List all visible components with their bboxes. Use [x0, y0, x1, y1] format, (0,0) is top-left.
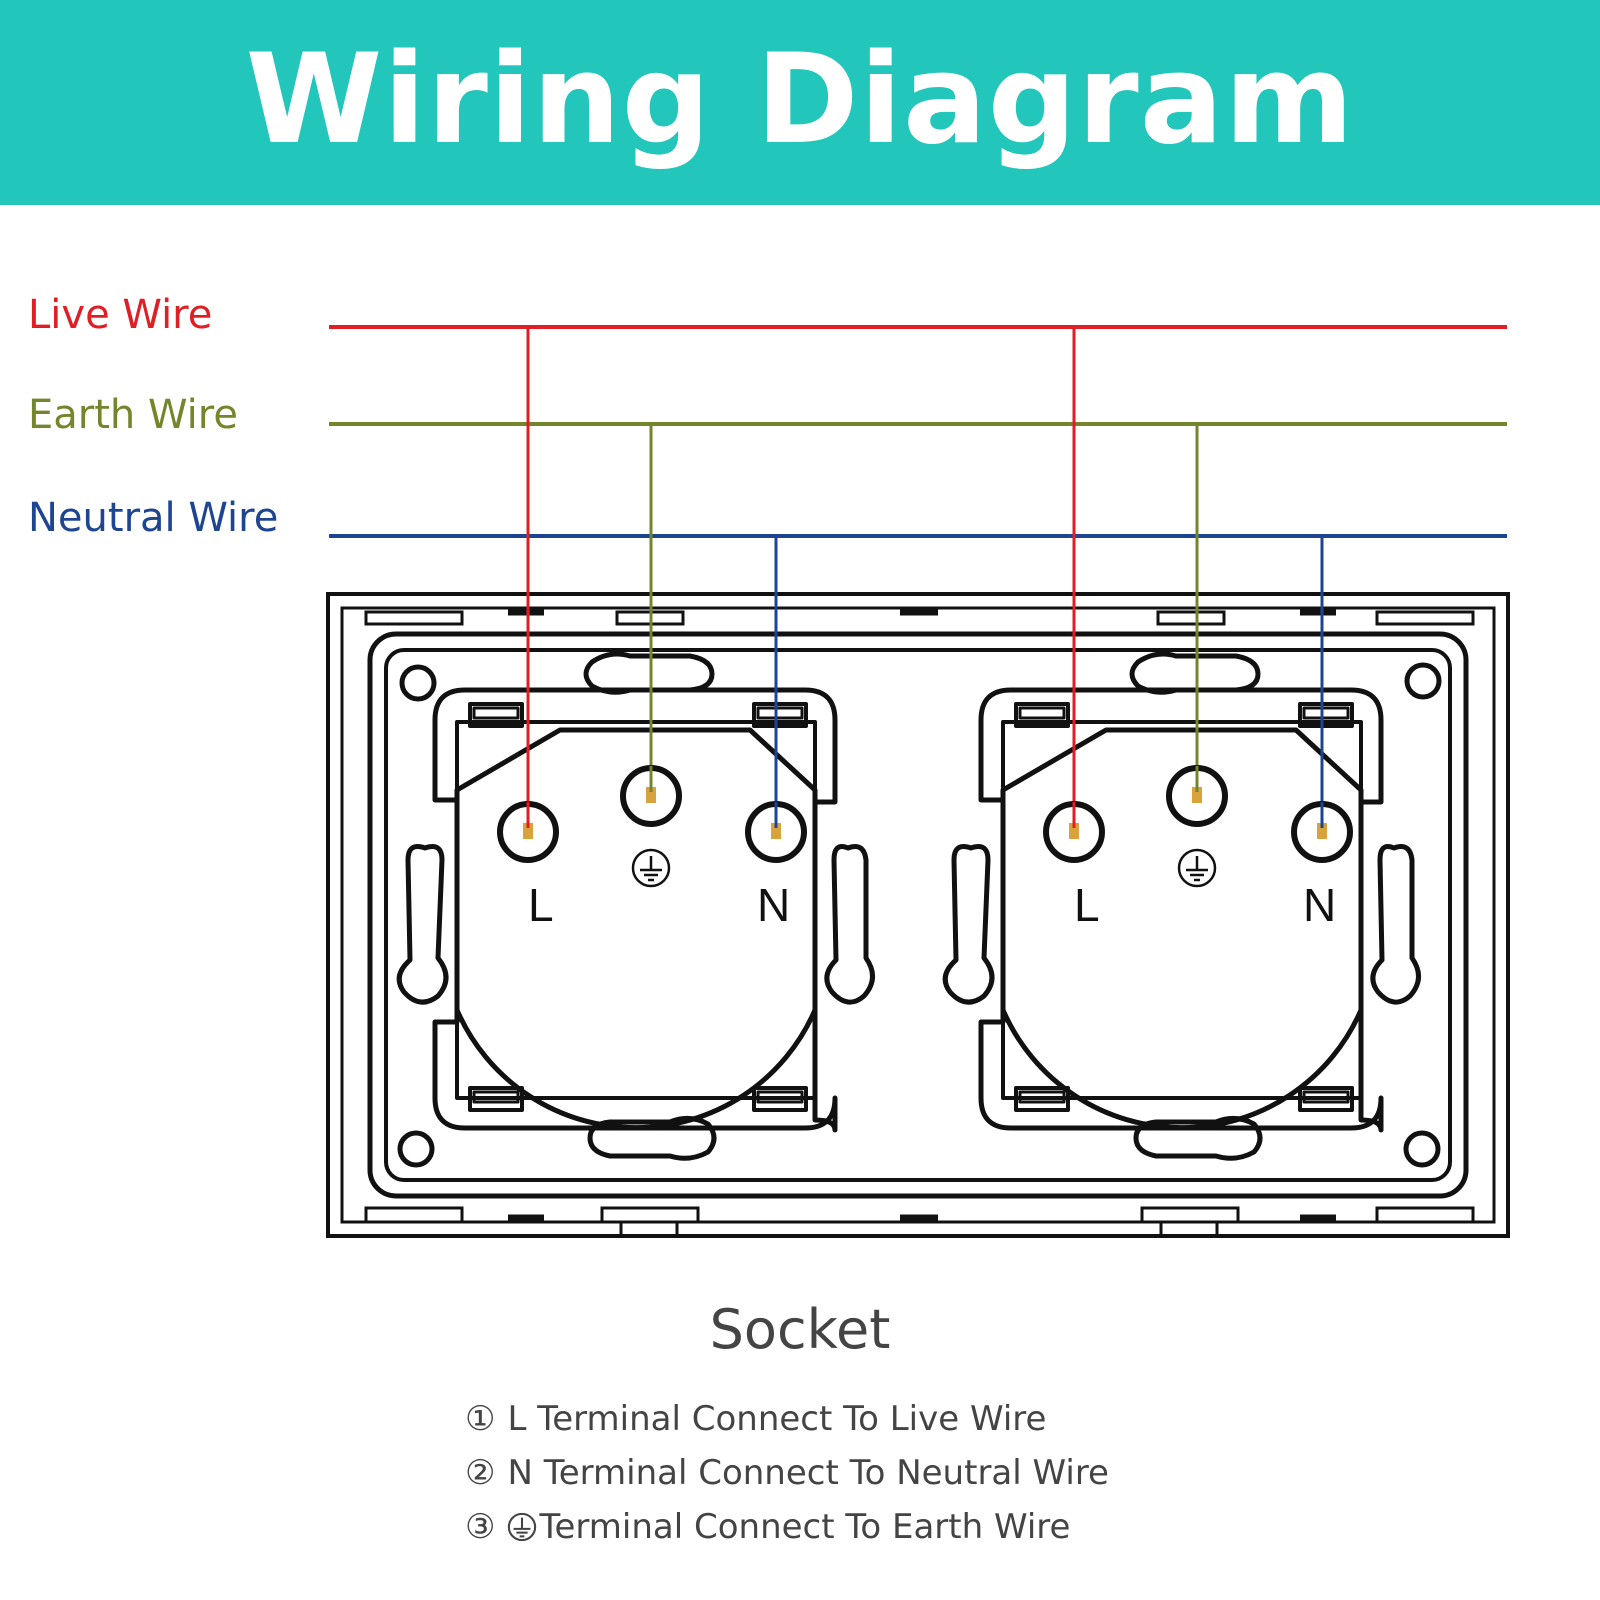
terminal-legend: ① L Terminal Connect To Live Wire ② N Te… — [465, 1392, 1109, 1554]
legend-item: ③ Terminal Connect To Earth Wire — [465, 1500, 1109, 1554]
plate-inner-frame — [340, 606, 1496, 1224]
legend-item: ① L Terminal Connect To Live Wire — [465, 1392, 1109, 1446]
wires-layer — [329, 325, 1507, 832]
header-banner: Wiring Diagram — [0, 0, 1600, 205]
earth-symbol-icon — [508, 1512, 537, 1542]
terminals-layer — [497, 765, 1353, 863]
legend-text: N Terminal Connect To Neutral Wire — [507, 1453, 1109, 1493]
terminal-core — [646, 787, 656, 803]
legend-number: ② — [465, 1453, 496, 1493]
page-title: Wiring Diagram — [245, 27, 1355, 172]
socket-module-1 — [399, 654, 872, 1158]
socket2-n-label: N — [1303, 879, 1336, 931]
terminal-core — [771, 823, 781, 839]
screw-hole — [1404, 662, 1442, 700]
legend-item: ② N Terminal Connect To Neutral Wire — [465, 1446, 1109, 1500]
legend-number: ① — [465, 1399, 496, 1439]
earth-symbol-icon — [631, 848, 671, 888]
screw-hole — [399, 664, 437, 702]
socket1-l-label: L — [528, 879, 554, 931]
screw-hole — [1403, 1130, 1441, 1168]
legend-number: ③ — [465, 1507, 496, 1547]
earth-symbol-icon — [1177, 848, 1217, 888]
socket-module-2 — [945, 654, 1418, 1158]
terminal-core — [523, 823, 533, 839]
live-wire-label: Live Wire — [28, 292, 213, 338]
legend-text: L Terminal Connect To Live Wire — [507, 1399, 1047, 1439]
plate-raised-edge — [367, 631, 1469, 1199]
legend-text: Terminal Connect To Earth Wire — [539, 1507, 1071, 1547]
diagram-caption: Socket — [709, 1298, 891, 1361]
terminal-core — [1317, 823, 1327, 839]
terminal-core — [1069, 823, 1079, 839]
socket2-l-label: L — [1074, 879, 1100, 931]
terminal-core — [1192, 787, 1202, 803]
neutral-wire-label: Neutral Wire — [28, 495, 279, 541]
earth-wire-label: Earth Wire — [28, 392, 238, 438]
plate-inner-edge — [384, 648, 1452, 1182]
screw-hole — [397, 1130, 435, 1168]
plate-outer-frame — [326, 592, 1510, 1238]
socket1-n-label: N — [757, 879, 790, 931]
